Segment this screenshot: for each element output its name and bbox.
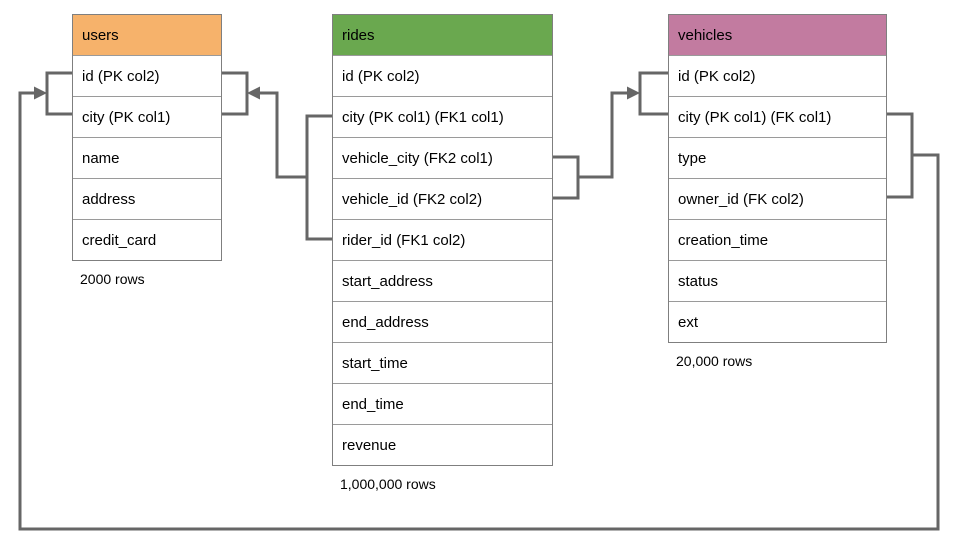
row-count-vehicles: 20,000 rows <box>676 353 753 369</box>
table-title-vehicles: vehicles <box>669 15 886 55</box>
column-vehicles-owner-id: owner_id (FK col2) <box>669 178 886 219</box>
rides-to-users-arrowhead-icon <box>247 86 260 100</box>
column-rides-city: city (PK col1) (FK1 col1) <box>333 96 552 137</box>
vehicles-left-bracket <box>638 71 668 116</box>
row-count-users: 2000 rows <box>80 271 145 287</box>
table-users: users id (PK col2) city (PK col1) name a… <box>72 14 222 287</box>
rides-to-vehicles-connector <box>578 91 630 179</box>
column-rides-start-address: start_address <box>333 260 552 301</box>
column-vehicles-id: id (PK col2) <box>669 55 886 96</box>
column-vehicles-type: type <box>669 137 886 178</box>
column-rides-vehicle-city: vehicle_city (FK2 col1) <box>333 137 552 178</box>
column-vehicles-ext: ext <box>669 301 886 342</box>
column-vehicles-status: status <box>669 260 886 301</box>
rides-left-bracket <box>305 114 332 241</box>
column-vehicles-city: city (PK col1) (FK col1) <box>669 96 886 137</box>
column-rides-end-address: end_address <box>333 301 552 342</box>
column-users-id: id (PK col2) <box>73 55 221 96</box>
column-users-credit-card: credit_card <box>73 219 221 260</box>
rides-right-bracket <box>553 155 580 200</box>
users-left-bracket <box>45 71 72 116</box>
column-users-address: address <box>73 178 221 219</box>
column-rides-rider-id: rider_id (FK1 col2) <box>333 219 552 260</box>
column-rides-start-time: start_time <box>333 342 552 383</box>
table-vehicles: vehicles id (PK col2) city (PK col1) (FK… <box>668 14 887 369</box>
column-rides-vehicle-id: vehicle_id (FK2 col2) <box>333 178 552 219</box>
table-title-rides: rides <box>333 15 552 55</box>
column-users-name: name <box>73 137 221 178</box>
rides-to-vehicles-arrowhead-icon <box>627 86 640 100</box>
column-rides-revenue: revenue <box>333 424 552 465</box>
table-title-users: users <box>73 15 221 55</box>
column-rides-end-time: end_time <box>333 383 552 424</box>
column-users-city: city (PK col1) <box>73 96 221 137</box>
users-right-bracket <box>222 71 249 116</box>
vehicles-right-bracket <box>887 112 914 199</box>
column-vehicles-creation-time: creation_time <box>669 219 886 260</box>
column-rides-id: id (PK col2) <box>333 55 552 96</box>
row-count-rides: 1,000,000 rows <box>340 476 436 492</box>
table-rides: rides id (PK col2) city (PK col1) (FK1 c… <box>332 14 553 492</box>
rides-to-users-connector <box>257 91 307 179</box>
vehicles-to-users-arrowhead-icon <box>34 86 47 100</box>
vehicles-to-users-connector <box>18 91 940 531</box>
